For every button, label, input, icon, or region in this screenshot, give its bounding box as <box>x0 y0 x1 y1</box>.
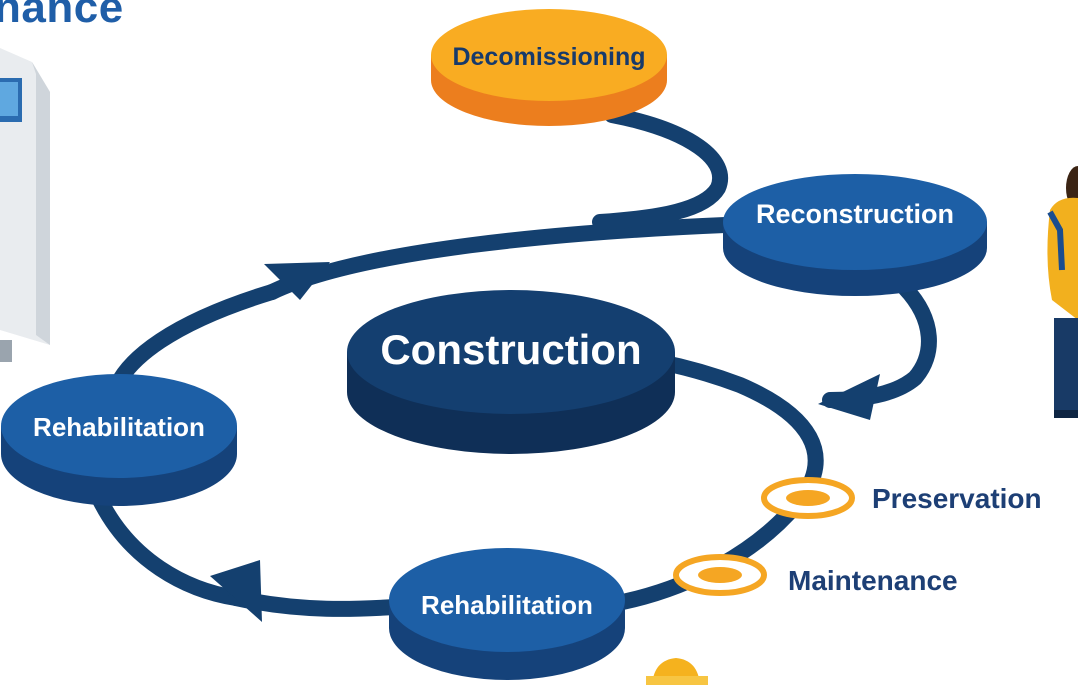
preservation-marker[interactable]: Preservation <box>761 477 1042 519</box>
path-arrowheads <box>210 262 880 622</box>
node-reconstruction[interactable]: Reconstruction <box>723 174 987 296</box>
node-label-decommissioning: Decomissioning <box>452 43 645 71</box>
preservation-label: Preservation <box>872 483 1042 514</box>
page-title-fragment: nance <box>0 0 124 32</box>
node-label-construction: Construction <box>380 326 641 373</box>
node-label-reconstruction: Reconstruction <box>756 199 954 229</box>
person-illustration <box>1047 166 1078 418</box>
hardhat-illustration <box>646 658 708 685</box>
node-label-rehabilitation-left: Rehabilitation <box>33 412 205 442</box>
monitor-illustration <box>0 48 50 362</box>
node-label-rehabilitation-bottom: Rehabilitation <box>421 590 593 620</box>
node-rehabilitation-bottom[interactable]: Rehabilitation <box>389 548 625 680</box>
arrow-head-top <box>264 262 330 300</box>
node-construction[interactable]: Construction <box>347 290 675 454</box>
node-decommissioning[interactable]: Decomissioning <box>431 9 667 126</box>
maintenance-label: Maintenance <box>788 565 958 596</box>
maintenance-marker[interactable]: Maintenance <box>673 554 958 596</box>
node-rehabilitation-left[interactable]: Rehabilitation <box>1 374 237 506</box>
arrow-head-bottom-left <box>210 560 262 622</box>
arrow-head-right <box>818 374 880 420</box>
